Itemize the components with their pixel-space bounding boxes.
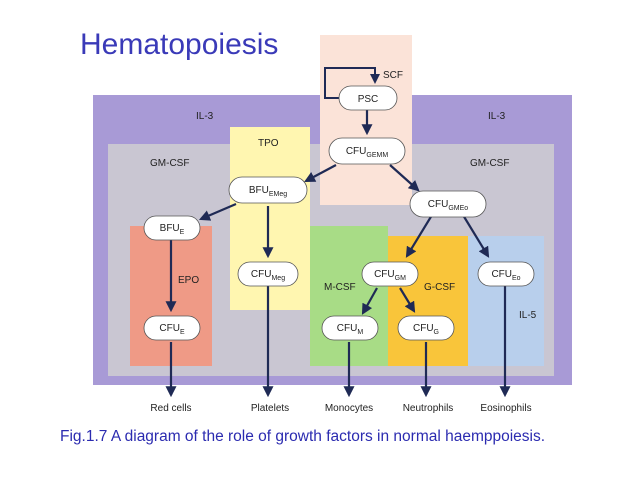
arrow-gemm-to-bfu-emeg [304,164,337,183]
node-cfu-m-label: CFU [337,323,358,334]
node-bfu-emeg: BFUEMeg [228,176,308,204]
gmcsf-label-left: GM-CSF [150,158,189,169]
output-eosinophils: Eosinophils [480,403,531,414]
node-cfu-e-label: CFU [159,323,180,334]
arrow-cfu-gm-to-cfu-m [361,287,378,315]
output-neutrophils: Neutrophils [403,403,454,414]
node-cfu-meg-label: CFU [251,269,272,280]
node-cfu-meg: CFUMeg [237,261,299,287]
node-cfu-meg-sub: Meg [271,275,285,282]
svg-text:CFUE: CFUE [159,323,185,336]
tpo-label: TPO [258,138,279,149]
il5-label: IL-5 [519,310,537,321]
svg-text:CFUGEMM: CFUGEMM [346,146,389,159]
il3-label-right: IL-3 [488,111,506,122]
node-cfu-e: CFUE [143,315,201,341]
node-cfu-gemm-label: CFU [346,146,367,157]
node-cfu-gemm: CFUGEMM [328,137,406,165]
arrow-cfu-gm-to-cfu-g [399,287,416,313]
output-platelets: Platelets [251,403,289,414]
node-cfu-gemm-sub: GEMM [366,152,388,159]
node-cfu-g-label: CFU [413,323,434,334]
node-cfu-eo: CFUEo [477,261,535,287]
node-cfu-g-sub: G [434,329,439,336]
epo-label: EPO [178,275,199,286]
node-bfu-e-sub: E [180,229,185,236]
node-cfu-gmeo: CFUGMEo [409,190,487,218]
node-cfu-gm-sub: GM [395,275,406,282]
svg-text:BFUEMeg: BFUEMeg [249,185,287,198]
node-cfu-gm: CFUGM [361,261,419,287]
node-cfu-gmeo-sub: GMEo [448,205,468,212]
gcsf-label: G-CSF [424,282,455,293]
node-psc-label: PSC [358,94,379,105]
svg-text:CFUM: CFUM [337,323,364,336]
svg-text:CFUMeg: CFUMeg [251,269,285,282]
node-cfu-m: CFUM [321,315,379,341]
node-bfu-emeg-sub: EMeg [269,191,287,198]
gcsf-region [388,236,468,366]
svg-text:CFUGM: CFUGM [374,269,406,282]
arrow-gemm-to-cfu-gmeo [389,164,420,192]
node-bfu-e-label: BFU [160,223,180,234]
output-red-cells: Red cells [150,403,191,414]
node-bfu-emeg-label: BFU [249,185,269,196]
node-cfu-eo-label: CFU [491,269,512,280]
output-monocytes: Monocytes [325,403,373,414]
arrow-cfu-gmeo-to-cfu-eo [462,214,490,258]
self-renewal-loop [324,67,380,99]
gmcsf-label-right: GM-CSF [470,158,509,169]
mcsf-label: M-CSF [324,282,356,293]
svg-text:CFUEo: CFUEo [491,269,520,282]
arrow-cfu-gmeo-to-cfu-gm [405,214,433,258]
svg-text:BFUE: BFUE [160,223,185,236]
node-cfu-gmeo-label: CFU [428,199,449,210]
node-cfu-g: CFUG [397,315,455,341]
arrow-bfu-emeg-to-bfu-e [198,202,237,221]
svg-text:CFUG: CFUG [413,323,439,336]
node-cfu-eo-sub: Eo [512,275,521,282]
svg-text:CFUGMEo: CFUGMEo [428,199,469,212]
node-psc: PSC [338,85,398,111]
node-cfu-gm-label: CFU [374,269,395,280]
slide-title: Hematopoiesis [80,28,279,61]
node-bfu-e: BFUE [143,215,201,241]
il3-label-left: IL-3 [196,111,214,122]
node-cfu-m-sub: M [357,329,363,336]
scf-label: SCF [383,70,403,81]
figure-caption: Fig.1.7 A diagram of the role of growth … [60,428,546,445]
node-cfu-e-sub: E [180,329,185,336]
